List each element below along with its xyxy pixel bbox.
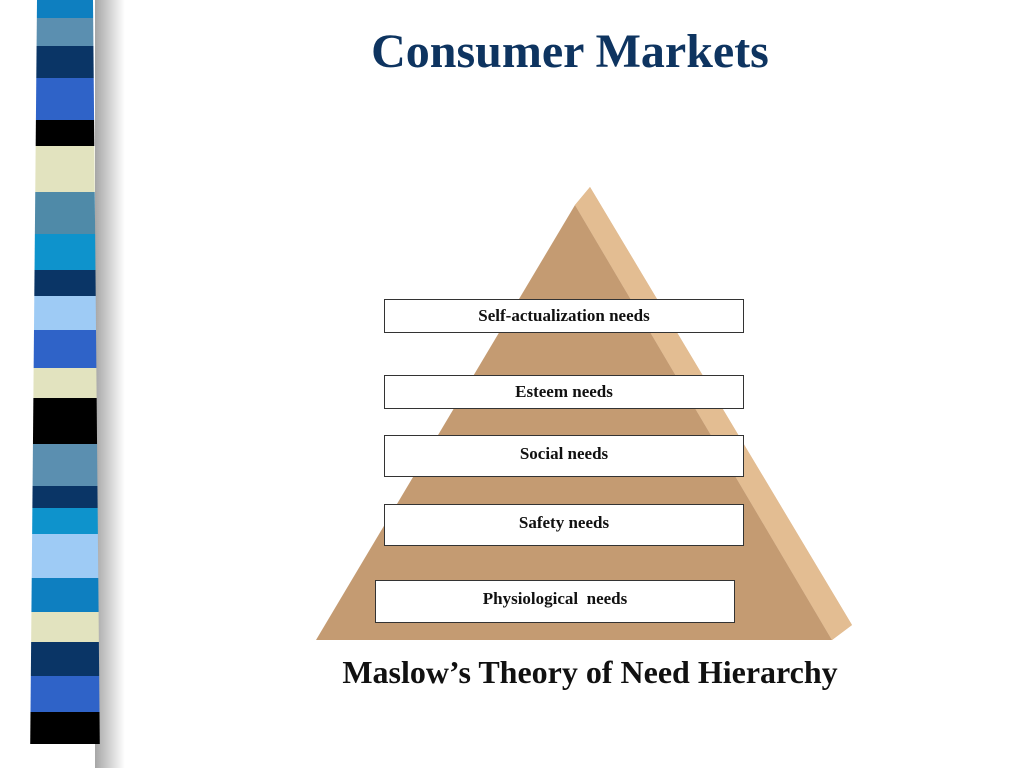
level-social: Social needs <box>384 435 744 477</box>
level-esteem: Esteem needs <box>384 375 744 409</box>
level-label: Self-actualization needs <box>478 306 649 326</box>
diagram-caption: Maslow’s Theory of Need Hierarchy <box>300 654 880 691</box>
level-safety: Safety needs <box>384 504 744 546</box>
level-label: Physiological needs <box>483 589 628 609</box>
level-label: Safety needs <box>519 513 609 533</box>
level-physiological: Physiological needs <box>375 580 735 623</box>
level-self-actualization: Self-actualization needs <box>384 299 744 333</box>
level-label: Social needs <box>520 444 608 464</box>
level-label: Esteem needs <box>515 382 613 402</box>
pyramid-front-face <box>316 205 832 640</box>
